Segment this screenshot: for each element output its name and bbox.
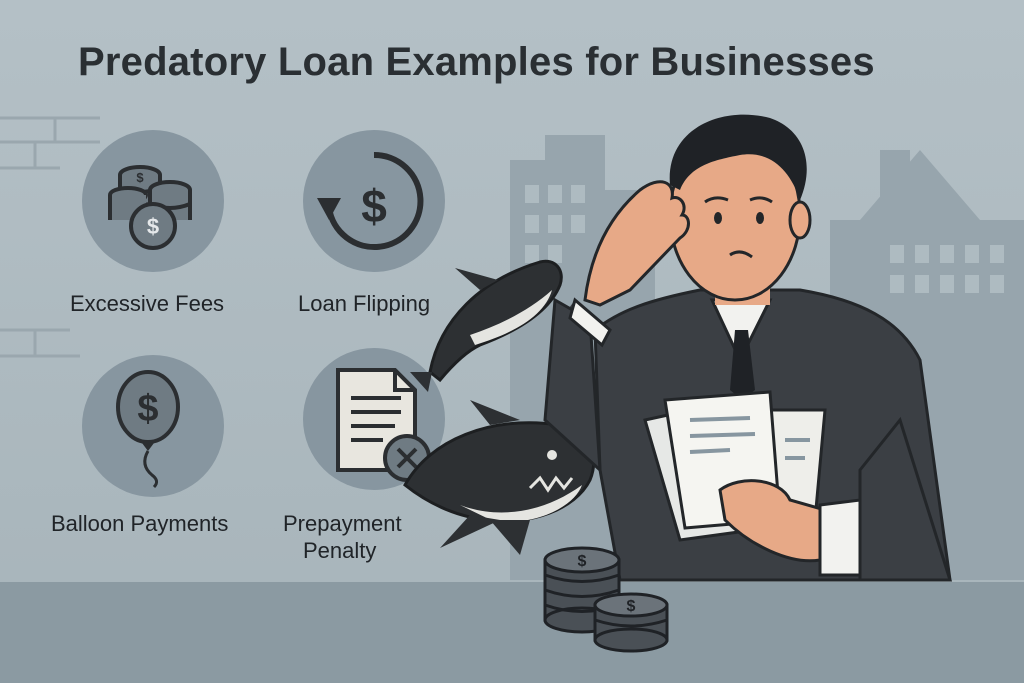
svg-text:$: $ — [136, 170, 144, 185]
svg-text:$: $ — [627, 598, 636, 615]
coins-icon: $ $ — [108, 165, 192, 250]
shark-bottom — [403, 400, 596, 555]
excessive-fees-circle: $ $ — [82, 130, 224, 272]
balloon-dollar-icon: $ — [116, 370, 180, 489]
svg-text:$: $ — [137, 388, 158, 430]
label-loan-flipping: Loan Flipping — [298, 291, 431, 316]
loan-flipping-circle: $ — [303, 130, 445, 272]
circular-dollar-icon: $ — [317, 151, 424, 250]
svg-text:$: $ — [361, 180, 387, 232]
shark-top — [410, 259, 563, 392]
label-excessive-fees: Excessive Fees — [70, 291, 225, 316]
svg-text:$: $ — [147, 214, 159, 239]
businessman — [543, 114, 953, 582]
label-penalty: Penalty — [303, 538, 377, 563]
balloon-payments-circle: $ — [82, 355, 224, 497]
brick-lines — [0, 116, 100, 358]
svg-text:$: $ — [578, 553, 587, 570]
label-prepayment: Prepayment — [283, 511, 402, 536]
page-title: Predatory Loan Examples for Businesses — [78, 40, 875, 84]
coin-stacks — [543, 546, 669, 653]
floor — [0, 582, 1024, 683]
label-balloon-payments: Balloon Payments — [51, 511, 229, 536]
